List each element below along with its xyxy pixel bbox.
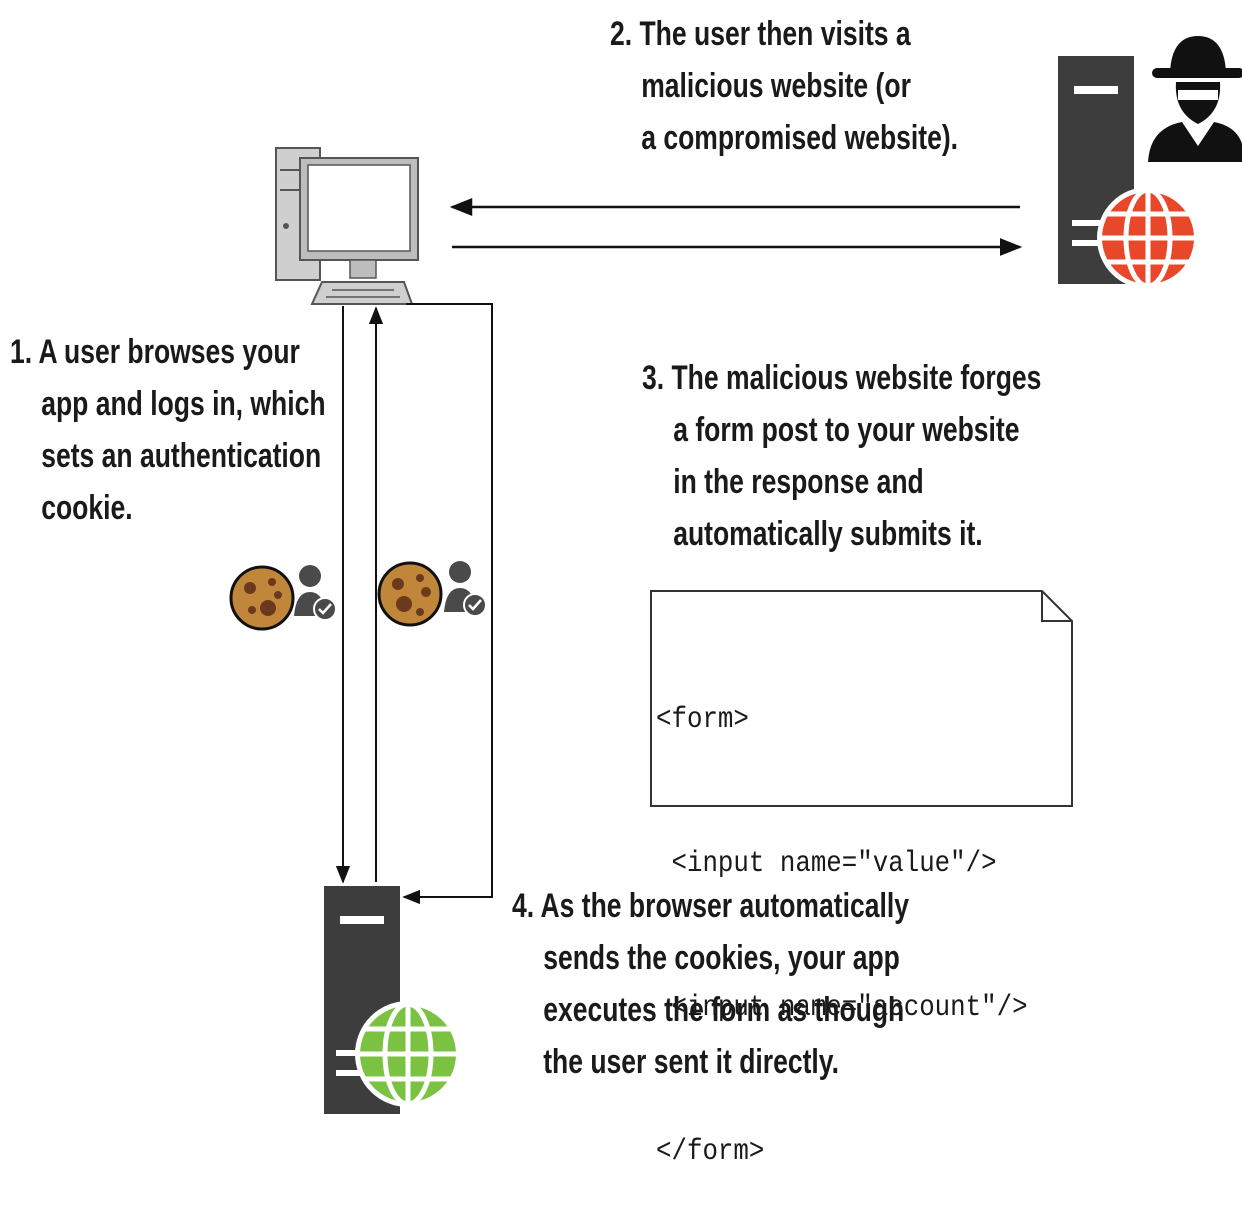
caption-line: malicious website (or — [641, 67, 911, 105]
step-2-caption: 2. The user then visits a malicious webs… — [610, 8, 958, 164]
caption-line: 3. The malicious website forges — [642, 359, 1042, 397]
desktop-computer-icon — [275, 147, 419, 305]
caption-line: cookie. — [41, 489, 133, 527]
red-globe-icon — [1097, 187, 1199, 289]
arrow-forged-post — [402, 303, 493, 905]
code-line: <input name="value"/> — [656, 847, 997, 881]
caption-line: a compromised website). — [641, 119, 959, 157]
caption-line: app and logs in, which — [41, 385, 326, 423]
caption-line: automatically submits it. — [673, 515, 983, 553]
code-line: </form> — [656, 1135, 765, 1169]
code-line: <input name="account"/> — [656, 991, 1028, 1025]
caption-line: a form post to your website — [673, 411, 1020, 449]
hooded-spy-icon — [1148, 36, 1242, 162]
user-check-icon — [294, 565, 337, 621]
form-document — [650, 590, 1073, 807]
code-line: <form> — [656, 703, 749, 737]
csrf-diagram — [229, 36, 1242, 1114]
cookie-icon — [377, 561, 443, 627]
cookie-icon — [229, 565, 295, 631]
step-3-caption: 3. The malicious website forges a form p… — [642, 352, 1041, 560]
step-4-caption: 4. As the browser automatically sends th… — [512, 880, 909, 1088]
caption-line: executes the form as though — [543, 991, 905, 1029]
caption-line: the user sent it directly. — [543, 1043, 839, 1081]
green-globe-icon — [355, 1001, 461, 1107]
step-1-caption: 1. A user browses your app and logs in, … — [10, 326, 326, 534]
caption-line: sends the cookies, your app — [543, 939, 900, 977]
spy-glasses — [1178, 90, 1218, 100]
caption-line: 2. The user then visits a — [610, 15, 911, 53]
caption-line: 1. A user browses your — [10, 333, 300, 371]
caption-line: in the response and — [673, 463, 924, 501]
caption-line: 4. As the browser automatically — [512, 887, 909, 925]
user-check-icon — [444, 561, 487, 617]
caption-line: sets an authentication — [41, 437, 322, 475]
